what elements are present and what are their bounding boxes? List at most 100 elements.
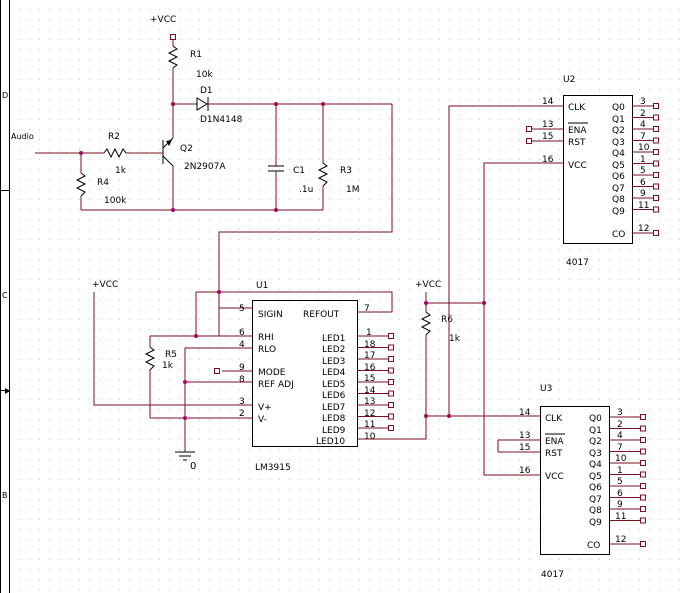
r1-ref: R1 <box>190 50 202 60</box>
r5-value: 1k <box>162 361 174 371</box>
u1-pinnum-16: 16 <box>364 363 376 373</box>
u2-pin-clk: CLK <box>568 103 586 113</box>
u3-pinnum-7: 7 <box>617 443 623 453</box>
u3-pin-vcc: VCC <box>545 472 564 482</box>
u2-pin-vcc: VCC <box>568 161 587 171</box>
u2-pinnum-14: 14 <box>542 97 554 107</box>
border-letter-c: C <box>2 291 8 300</box>
u1-pinnum-10: 10 <box>364 432 376 442</box>
u1-pinnum-17: 17 <box>364 351 375 361</box>
u3-pin-q2: Q2 <box>589 437 602 447</box>
u3-pin-q5: Q5 <box>589 472 602 482</box>
q2-collector <box>162 155 174 167</box>
u1-pin-sigin: SIGIN <box>258 310 283 320</box>
d1-diode <box>196 97 208 111</box>
u2-pinnum-12: 12 <box>638 224 649 234</box>
u1-pin-led5: LED5 <box>322 380 345 390</box>
u1-pin-led7: LED7 <box>322 403 345 413</box>
u1-pinnum-11: 11 <box>364 420 375 430</box>
r5-resistor <box>144 346 156 371</box>
u2-pin-q8: Q8 <box>612 195 625 205</box>
u1-lm3915: U1 LM3915 SIGIN RHI RLO MODE REF ADJ V+ … <box>217 281 394 473</box>
r2-ref: R2 <box>108 132 120 142</box>
u1-led8-terminal <box>388 413 394 420</box>
u1-led-wires <box>357 333 394 431</box>
u3-q3-terminal <box>640 448 646 455</box>
u2-q8-terminal <box>653 195 659 201</box>
u3-pinnum-13: 13 <box>519 431 530 441</box>
c1-ref: C1 <box>293 166 305 176</box>
u1-pin-led9: LED9 <box>322 426 346 436</box>
u3-pin-q8: Q8 <box>589 506 602 516</box>
border-letter-b: B <box>2 491 8 500</box>
vcc-mid-label: +VCC <box>415 280 441 290</box>
u1-pinnum-9: 9 <box>239 363 245 373</box>
u1-pinnum-8: 8 <box>239 375 245 385</box>
r4-resistor <box>75 172 87 197</box>
u1-led5-terminal <box>388 379 394 385</box>
u1-led9-terminal <box>388 425 394 431</box>
u1-pin-refout: REFOUT <box>303 310 340 320</box>
u3-pinnum-16: 16 <box>519 466 531 476</box>
ground-label: 0 <box>190 461 196 472</box>
u2-pinnum-2: 2 <box>640 109 646 119</box>
u2-pin-q5: Q5 <box>612 161 625 171</box>
r6-resistor <box>420 311 432 336</box>
u1-pin-led8: LED8 <box>322 414 346 424</box>
u1-led2-terminal <box>388 344 394 351</box>
u2-part: 4017 <box>566 258 589 268</box>
clock-wiring: +VCC R6 1k <box>357 105 563 476</box>
r3-ref: R3 <box>340 166 352 176</box>
u1-pinnum-4: 4 <box>239 340 245 350</box>
u1-pin-led3: LED3 <box>322 357 345 367</box>
u2-pin-q7: Q7 <box>612 184 625 194</box>
u3-pin-q3: Q3 <box>589 449 602 459</box>
u3-co-terminal <box>640 541 646 547</box>
border-letter-d: D <box>2 91 8 100</box>
u2-output-wires <box>632 103 659 236</box>
r3-value: 1M <box>346 185 360 195</box>
u3-q2-terminal <box>640 437 646 443</box>
u3-pinnum-6: 6 <box>617 489 623 499</box>
u1-pinnum-13: 13 <box>364 397 375 407</box>
q2-ref: Q2 <box>180 144 193 154</box>
u3-pinnum-1: 1 <box>617 466 623 476</box>
u2-pinnum-16: 16 <box>542 155 554 165</box>
u3-part: 4017 <box>541 570 564 580</box>
u3-pin-co: CO <box>587 541 600 551</box>
u1-pinnum-1: 1 <box>366 328 372 338</box>
d1-value: D1N4148 <box>200 115 243 125</box>
u2-pin-q9: Q9 <box>612 207 625 217</box>
q2-value: 2N2907A <box>184 162 226 172</box>
u2-pinnum-10: 10 <box>638 143 650 153</box>
u1-led-pins: LED1 LED2 LED3 LED4 LED5 LED6 LED7 LED8 … <box>316 328 376 447</box>
r5-ref: R5 <box>165 350 177 360</box>
u1-pinnum-12: 12 <box>364 409 375 419</box>
u3-pinnum-11: 11 <box>615 512 626 522</box>
u2-pinnum-15: 15 <box>542 132 553 142</box>
u3-pinnum-10: 10 <box>615 454 627 464</box>
u2-q9-terminal <box>653 206 659 213</box>
u2-q6-terminal <box>653 172 659 178</box>
u1-body <box>252 300 358 447</box>
u1-pin-vminus: V- <box>258 415 267 425</box>
u3-pinnum-14: 14 <box>519 408 531 418</box>
u1-pin-led1: LED1 <box>322 334 345 344</box>
u2-pin-co: CO <box>612 230 625 240</box>
u3-q0-terminal <box>640 414 646 420</box>
u1-led3-terminal <box>388 356 394 362</box>
r3-resistor <box>317 162 329 187</box>
u3-q4-terminal <box>640 460 646 466</box>
vcc-top-terminal <box>170 34 176 40</box>
u2-pin-q4: Q4 <box>612 149 625 159</box>
u2-co-terminal <box>653 230 659 236</box>
u1-pin-led6: LED6 <box>322 391 346 401</box>
u3-4017: U3 4017 CLK ENA RST VCC 14 13 15 16 Q0 Q… <box>497 384 646 580</box>
r4-ref: R4 <box>97 178 109 188</box>
u2-pinnum-6: 6 <box>640 178 646 188</box>
page-border: D C B <box>0 0 10 593</box>
u2-pinnum-9: 9 <box>640 189 646 199</box>
u3-q5-terminal <box>640 471 646 478</box>
r2-value: 1k <box>115 166 127 176</box>
u2-q0-terminal <box>653 103 659 109</box>
